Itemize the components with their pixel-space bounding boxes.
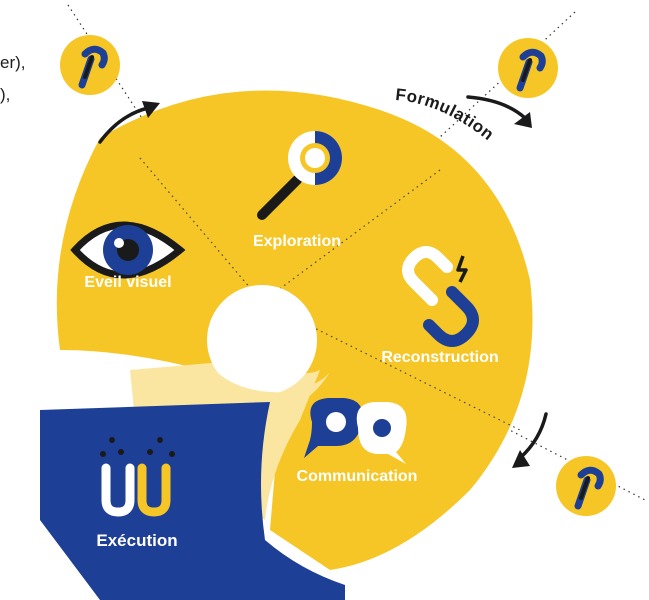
- arrow-heads: [142, 101, 532, 468]
- hook-badge-icon: [60, 35, 120, 95]
- wheel-center: [207, 285, 317, 395]
- chat-bubbles-icon: [304, 398, 407, 464]
- cropped-text-line-2: ),: [0, 85, 11, 104]
- wheel-center-shadow: [215, 370, 330, 411]
- magnifier-icon: [257, 131, 342, 220]
- segment-dividers: [139, 157, 521, 431]
- broken-link-icon: [402, 246, 479, 347]
- letters-u-icon: [100, 437, 175, 517]
- label-exploration: Exploration: [253, 233, 341, 250]
- cropped-text-line-1: er),: [0, 53, 26, 72]
- label-eveil-visuel: Eveil visuel: [84, 274, 171, 291]
- label-communication: Communication: [297, 468, 418, 485]
- execution-block: [40, 402, 345, 600]
- label-execution: Exécution: [96, 531, 177, 550]
- curved-arrows: [98, 95, 548, 460]
- hook-badge-icon: [498, 38, 558, 98]
- hook-badge-icon: [556, 456, 616, 516]
- label-reconstruction: Reconstruction: [381, 349, 498, 366]
- eye-icon: [70, 221, 186, 279]
